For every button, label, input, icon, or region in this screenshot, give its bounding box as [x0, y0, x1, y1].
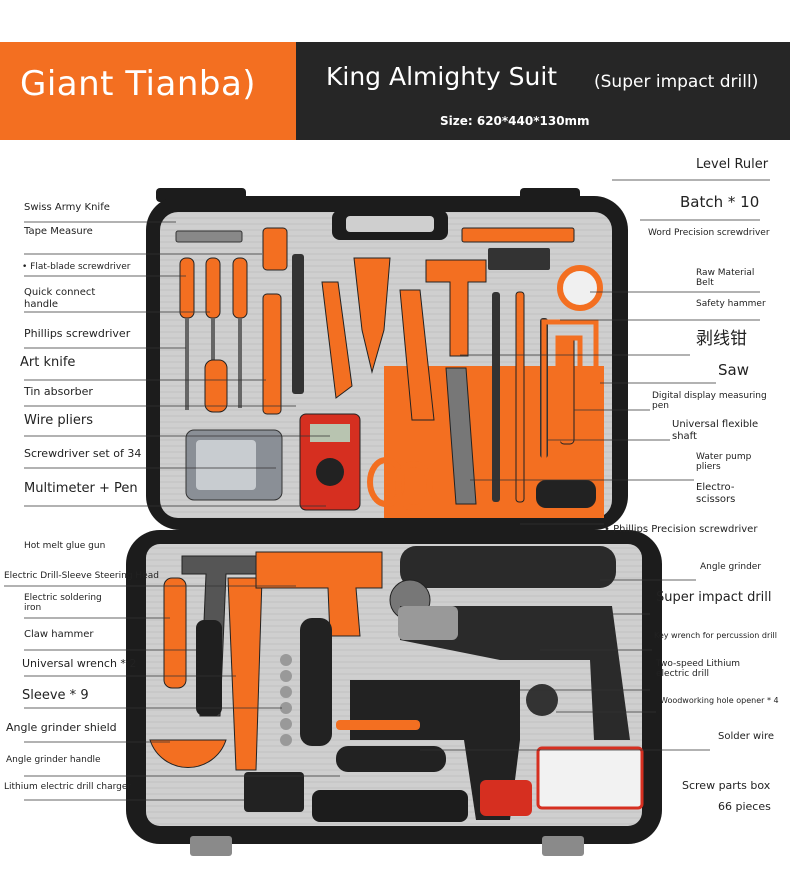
wire-pliers: [321, 281, 353, 399]
level-ruler: [461, 227, 575, 243]
water-pump-pliers: [445, 367, 477, 505]
label-wire-stripper: 剥线钳: [696, 329, 747, 349]
label-word-precision-screwdriver: Word Precision screwdriver: [648, 228, 770, 238]
lithium-electric-drill: [350, 680, 520, 820]
wire-stripper: [399, 289, 435, 421]
latch-right: [542, 836, 584, 856]
latch-left: [190, 836, 232, 856]
label-tin-absorber: Tin absorber: [24, 385, 93, 398]
label-saw: Saw: [718, 361, 749, 379]
drill-charger: [244, 772, 304, 812]
label-universal-wrench: Universal wrench * 2: [22, 657, 137, 670]
label-lithium-drill-charger: Lithium electric drill charger: [4, 782, 132, 792]
bit-batch: [488, 248, 550, 270]
label-screw-parts-box: Screw parts box: [682, 779, 771, 792]
label-electro-scissors: Electro-scissors: [696, 482, 736, 505]
raw-material-belt: [557, 265, 603, 311]
precision-screwdriver-1: [492, 292, 500, 502]
digital-display-pen: [559, 335, 575, 445]
label-key-wrench: Key wrench for percussion drill: [654, 631, 777, 640]
safety-hammer: [425, 259, 487, 357]
label-pieces-count: 66 pieces: [718, 800, 771, 813]
label-electric-soldering-iron: Electric soldering iron: [24, 593, 102, 614]
label-tape-measure: Tape Measure: [24, 226, 93, 237]
screw-parts-box: [536, 746, 644, 810]
product-subtitle: (Super impact drill): [594, 72, 759, 92]
label-solder-wire: Solder wire: [718, 731, 775, 742]
product-size: Size: 620*440*130mm: [440, 114, 590, 128]
precision-screwdriver-2: [515, 291, 525, 503]
label-claw-hammer: Claw hammer: [24, 629, 94, 640]
label-angle-grinder: Angle grinder: [700, 562, 762, 572]
title-banner: King Almighty Suit (Super impact drill) …: [296, 42, 790, 140]
electro-scissors: [367, 457, 405, 507]
hole-opener: [526, 684, 558, 716]
label-raw-material-belt: Raw Material Belt: [696, 268, 755, 289]
super-impact-drill: [400, 606, 630, 740]
angle-grinder: [400, 546, 616, 588]
label-angle-grinder-shield: Angle grinder shield: [6, 721, 117, 734]
label-sleeve: Sleeve * 9: [22, 688, 89, 703]
label-swiss-army-knife: Swiss Army Knife: [24, 202, 110, 213]
hot-melt-glue-gun: [255, 551, 383, 637]
label-safety-hammer: Safety hammer: [696, 299, 766, 309]
brand-title: Giant Tianba): [20, 64, 257, 104]
upper-lid: [146, 188, 628, 530]
label-digital-display-pen: Digital display measuring pen: [652, 391, 767, 412]
label-screwdriver-set: Screwdriver set of 34: [24, 447, 142, 460]
brand-banner: Giant Tianba): [0, 42, 296, 140]
label-water-pump-pliers: Water pump pliers: [696, 452, 752, 473]
saw: [541, 319, 599, 479]
label-two-speed-lithium-drill: Two-speed Lithium electric drill: [656, 659, 741, 680]
sleeve-set: [280, 654, 292, 746]
art-knife: [262, 293, 282, 415]
label-batch: Batch * 10: [680, 193, 760, 211]
scissors-handle: [536, 480, 596, 508]
angle-grinder-shield: [149, 739, 227, 769]
label-angle-grinder-handle: Angle grinder handle: [6, 755, 101, 765]
label-phillips-screwdriver: Phillips screwdriver: [24, 327, 131, 340]
hammer-grip: [196, 620, 222, 716]
leader-lines: [4, 179, 770, 801]
label-flat-blade-screwdriver: • Flat-blade screwdriver: [22, 262, 131, 272]
tape-measure: [262, 227, 288, 271]
label-drill-sleeve-head: Electric Drill-Sleeve Steering Head: [4, 571, 159, 581]
universal-wrench: [227, 577, 263, 771]
label-universal-flexible-shaft: Universal flexible shaft: [672, 419, 759, 442]
base-handle: [312, 790, 468, 822]
label-level-ruler: Level Ruler: [696, 157, 769, 172]
label-art-knife: Art knife: [20, 355, 76, 370]
label-woodworking-hole-opener: Woodworking hole opener * 4: [660, 696, 779, 705]
solder-wire: [336, 720, 420, 730]
label-quick-connect-handle: Quick connect handle: [24, 287, 96, 310]
product-title: King Almighty Suit: [326, 62, 558, 91]
angle-grinder-handle: [336, 746, 446, 772]
screwdriver-set: [179, 257, 248, 413]
label-hot-melt-glue-gun: Hot melt glue gun: [24, 541, 106, 551]
tin-absorber: [292, 254, 304, 394]
soldering-iron: [163, 577, 187, 689]
lower-base: [126, 530, 662, 856]
swiss-army-knife: [175, 230, 243, 243]
pliers-2: [353, 257, 391, 374]
label-super-impact-drill: Super impact drill: [656, 590, 772, 605]
label-multimeter-pen: Multimeter + Pen: [24, 481, 138, 496]
label-phillips-precision-screwdriver: • Phillips Precision screwdriver: [604, 524, 758, 535]
label-wire-pliers: Wire pliers: [24, 413, 93, 428]
drill-side-handle: [300, 618, 332, 746]
